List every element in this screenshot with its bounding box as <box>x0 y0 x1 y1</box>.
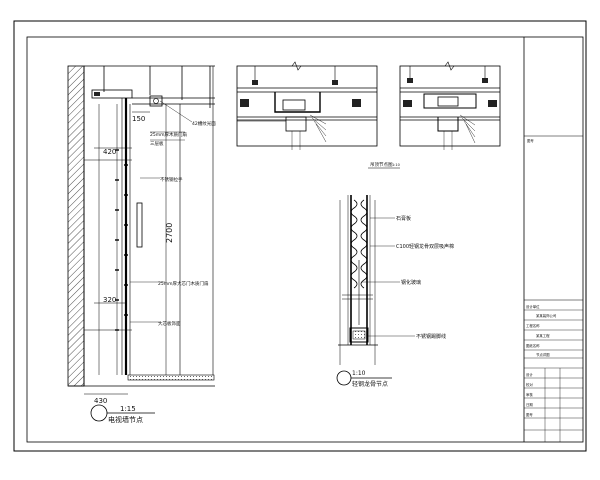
tb-row-7: 设计 <box>526 372 533 377</box>
callout-gypsum: 石膏板 <box>396 215 411 222</box>
callout-stud: C100轻钢龙骨双层吸声棉 <box>396 243 454 250</box>
detail-scale: 1:15 <box>120 405 136 413</box>
dim-2700: 2700 <box>165 223 174 243</box>
outer-border <box>13 20 587 452</box>
callout-handle: 不锈钢拉手 <box>160 176 183 183</box>
detail-title: 电视墙节点 <box>108 415 143 424</box>
dim-420: 420 <box>103 148 116 156</box>
inner-border <box>26 36 584 443</box>
dim-320: 320 <box>103 296 116 304</box>
title-block: 图号 设计单位 某某装饰公司 工程名称 某某工程 图纸名称 节点详图 设计 校对… <box>523 37 583 442</box>
floor-slab <box>127 374 215 381</box>
tb-row-4: 某某工程 <box>536 333 550 338</box>
insulation-wave <box>350 199 358 289</box>
ceiling-section-scale: 1:10 <box>392 163 400 167</box>
callout-board: 大芯板饰面 <box>158 320 181 327</box>
dim-430: 430 <box>94 397 107 405</box>
tb-row-10: 日期 <box>526 402 533 407</box>
door-handle <box>136 202 143 248</box>
callout-glass: 钢化玻璃 <box>401 279 421 286</box>
ceiling-section-left <box>236 61 378 150</box>
ceiling-section-title: 吊顶节点图 <box>370 162 393 168</box>
callout-core-door: 25mm厚大芯门木质门扇 <box>158 280 209 287</box>
tb-row-9: 审核 <box>526 392 533 397</box>
dim-150: 150 <box>132 115 145 123</box>
tb-row-3: 工程名称 <box>526 323 540 328</box>
callout-door-leaf: 25mm厚木质门扇 <box>150 131 187 138</box>
callout-plywood: 三层板 <box>150 140 164 147</box>
partition-title: 轻钢龙骨节点 <box>352 380 388 388</box>
tb-row-11: 图号 <box>526 412 533 417</box>
tb-row-5: 图纸名称 <box>526 343 540 348</box>
partition-detail: 石膏板 C100轻钢龙骨双层吸声棉 钢化玻璃 不锈钢踢脚线 1:10 轻钢龙骨节… <box>336 195 454 388</box>
tv-wall-detail: 150 420 2700 320 430 42槽纹光面 25mm厚木质门扇 三层… <box>67 65 216 424</box>
sheet-tag: 图号 <box>527 138 534 143</box>
partition-scale: 1:10 <box>352 370 366 377</box>
callout-skirting: 不锈钢踢脚线 <box>416 333 446 340</box>
tb-row-6: 节点详图 <box>536 352 550 357</box>
tb-row-8: 校对 <box>526 382 533 387</box>
detail-marker-circle <box>90 404 108 422</box>
masonry-wall <box>67 65 85 387</box>
partition-marker-circle <box>336 370 352 386</box>
tb-row-1: 设计单位 <box>526 304 540 309</box>
tb-row-2: 某某装饰公司 <box>536 313 556 318</box>
callout-top: 42槽纹光面 <box>192 120 216 127</box>
ceiling-section-right <box>399 61 501 150</box>
